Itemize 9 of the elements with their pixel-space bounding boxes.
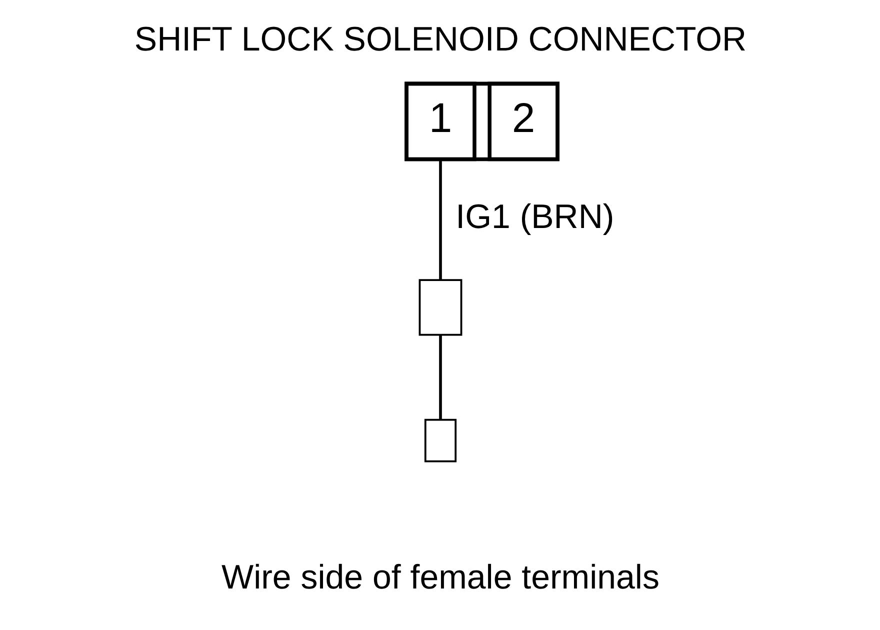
caption: Wire side of female terminals	[221, 558, 659, 597]
node-box	[418, 279, 462, 336]
node-box: 1	[404, 82, 476, 162]
node-box	[424, 418, 456, 462]
edge-label: IG1 (BRN)	[455, 198, 614, 236]
connector	[438, 334, 442, 420]
connector	[438, 159, 442, 280]
diagram-title: SHIFT LOCK SOLENOID CONNECTOR	[134, 20, 746, 58]
node-box: 2	[487, 82, 559, 162]
